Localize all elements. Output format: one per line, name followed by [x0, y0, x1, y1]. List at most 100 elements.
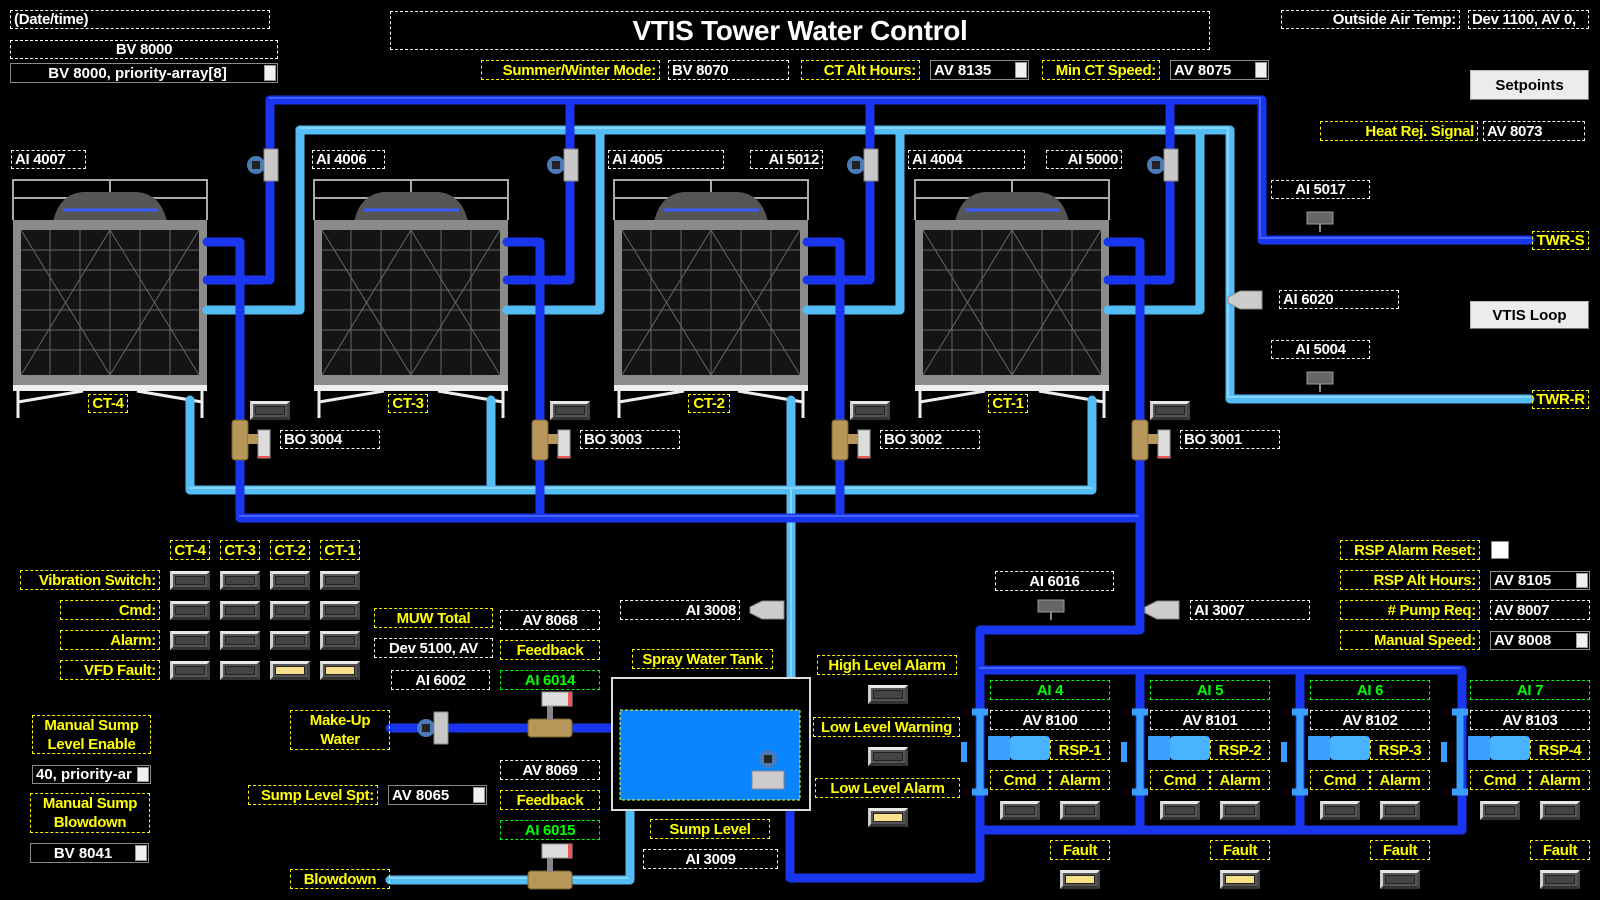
- ct2-ai-value: AI 4005: [608, 150, 724, 169]
- ai3008-value: AI 3008: [620, 600, 740, 620]
- ct1-ai-value: AI 4004: [908, 150, 1025, 169]
- pump-fault-label: Fault: [1530, 840, 1590, 860]
- ai3009-value: AI 3009: [643, 849, 778, 869]
- spray-water-tank-label: Spray Water Tank: [632, 649, 773, 669]
- vtis-loop-button[interactable]: VTIS Loop: [1470, 301, 1589, 329]
- pump-name-label: RSP-1: [1050, 740, 1110, 760]
- pump-cmd-label: Cmd: [1470, 770, 1530, 790]
- pump-alarm-label: Alarm: [1370, 770, 1430, 790]
- pump-cmd-label: Cmd: [1150, 770, 1210, 790]
- av8069-value: AV 8069: [500, 760, 600, 780]
- spin-thumb[interactable]: [264, 65, 276, 81]
- ct-status-indicator: [320, 571, 360, 590]
- pump-cmd-indicator: [1480, 801, 1520, 820]
- manual-sump-level-enable-value: 40, priority-ar: [36, 766, 132, 783]
- spin-thumb[interactable]: [1255, 62, 1267, 78]
- low-level-alarm-indicator: [868, 808, 908, 827]
- spin-thumb[interactable]: [1576, 573, 1588, 588]
- bv8000-value: BV 8000: [10, 40, 278, 59]
- pump-name-label: RSP-4: [1530, 740, 1590, 760]
- ct1-label: CT-1: [988, 394, 1028, 413]
- ct-status-indicator: [320, 601, 360, 620]
- outside-air-temp-value: Dev 1100, AV 0,: [1468, 10, 1589, 29]
- ct3-ai-value: AI 4006: [312, 150, 385, 169]
- spin-thumb[interactable]: [1576, 633, 1588, 648]
- ct2-valve-value: BO 3002: [880, 430, 980, 449]
- ct-status-indicator: [220, 601, 260, 620]
- spin-thumb[interactable]: [137, 767, 149, 782]
- blowdown-valve: [527, 843, 573, 890]
- summer-winter-value: BV 8070: [668, 60, 789, 80]
- ai6015-value: AI 6015: [500, 820, 600, 840]
- ct-status-indicator: [270, 601, 310, 620]
- cmd-label: Cmd:: [60, 600, 160, 620]
- sump-level-spt-input[interactable]: AV 8065: [388, 785, 487, 805]
- ct2-valve-indicator: [850, 401, 890, 420]
- page-title: VTIS Tower Water Control: [390, 11, 1210, 50]
- spin-thumb[interactable]: [473, 787, 485, 803]
- low-level-alarm-label: Low Level Alarm: [815, 778, 960, 798]
- ct4-valve-indicator: [250, 401, 290, 420]
- pump-speed-value: AV 8102: [1310, 710, 1430, 730]
- ct-alt-hours-input[interactable]: AV 8135: [930, 60, 1029, 80]
- rsp-alt-hours-input[interactable]: AV 8105: [1490, 571, 1590, 590]
- blowdown-label: Blowdown: [290, 869, 390, 889]
- pump-fault-label: Fault: [1370, 840, 1430, 860]
- ct-alt-hours-label: CT Alt Hours:: [801, 60, 920, 80]
- outside-air-temp-label: Outside Air Temp:: [1281, 10, 1460, 29]
- ct-status-indicator: [170, 661, 210, 680]
- spin-thumb[interactable]: [135, 845, 147, 861]
- pump-cmd-indicator: [1160, 801, 1200, 820]
- rsp-alt-hours-value: AV 8105: [1494, 572, 1552, 589]
- makeup-dev-value: Dev 5100, AV: [374, 638, 493, 658]
- ct-status-indicator: [170, 601, 210, 620]
- twr-r-label: TWR-R: [1532, 390, 1589, 409]
- status-header-ct3: CT-3: [220, 540, 260, 560]
- pump-name-label: RSP-2: [1210, 740, 1270, 760]
- pump-name-label: RSP-3: [1370, 740, 1430, 760]
- min-ct-speed-input[interactable]: AV 8075: [1170, 60, 1269, 80]
- heat-rej-signal-label: Heat Rej. Signal: [1320, 121, 1478, 141]
- pump-ai-value: AI 7: [1470, 680, 1590, 700]
- ct-status-indicator: [270, 571, 310, 590]
- ai6014-value: AI 6014: [500, 670, 600, 690]
- ct1-valve-value: BO 3001: [1180, 430, 1280, 449]
- alarm-label: Alarm:: [60, 630, 160, 650]
- bv8000-priority-text: BV 8000, priority-array[8]: [48, 64, 227, 82]
- manual-sump-level-enable-label: Manual Sump Level Enable: [32, 715, 151, 754]
- summer-winter-label: Summer/Winter Mode:: [481, 60, 660, 80]
- pump-req-label: # Pump Req:: [1340, 600, 1480, 620]
- makeup-feedback-label: Feedback: [500, 640, 600, 660]
- manual-speed-input[interactable]: AV 8008: [1490, 631, 1590, 650]
- manual-sump-level-enable-input[interactable]: 40, priority-ar: [32, 765, 151, 784]
- setpoints-button[interactable]: Setpoints: [1470, 70, 1589, 100]
- pump-ai-value: AI 6: [1310, 680, 1430, 700]
- pump-ai-value: AI 5: [1150, 680, 1270, 700]
- pump-speed-value: AV 8100: [990, 710, 1110, 730]
- makeup-water-label-line1: Make-Up: [309, 712, 371, 729]
- ct2-label: CT-2: [688, 394, 730, 413]
- manual-sump-blowdown-input[interactable]: BV 8041: [30, 843, 149, 863]
- rsp-alarm-reset-label: RSP Alarm Reset:: [1340, 540, 1480, 560]
- ct-status-indicator: [220, 571, 260, 590]
- ai6002-value: AI 6002: [391, 670, 490, 690]
- sump-level-spt-label: Sump Level Spt:: [248, 785, 378, 805]
- bv8000-priority-input[interactable]: BV 8000, priority-array[8]: [10, 63, 278, 83]
- rsp-alt-hours-label: RSP Alt Hours:: [1340, 570, 1480, 590]
- pump-fault-label: Fault: [1050, 840, 1110, 860]
- ct-status-indicator: [170, 571, 210, 590]
- rsp-alarm-reset-checkbox[interactable]: [1491, 541, 1509, 559]
- ct-status-indicator: [270, 661, 310, 680]
- status-header-ct4: CT-4: [170, 540, 210, 560]
- manual-sump-blowdown-label: Manual Sump Blowdown: [30, 793, 150, 833]
- ct-status-indicator: [320, 661, 360, 680]
- pump-fault-label: Fault: [1210, 840, 1270, 860]
- ct2-ai2-value: AI 5012: [750, 150, 823, 169]
- pump-fault-indicator: [1060, 870, 1100, 889]
- spin-thumb[interactable]: [1015, 62, 1027, 78]
- manual-speed-label: Manual Speed:: [1340, 630, 1480, 650]
- ct1-ai2-value: AI 5000: [1046, 150, 1122, 169]
- sump-level-spt-value: AV 8065: [392, 786, 450, 804]
